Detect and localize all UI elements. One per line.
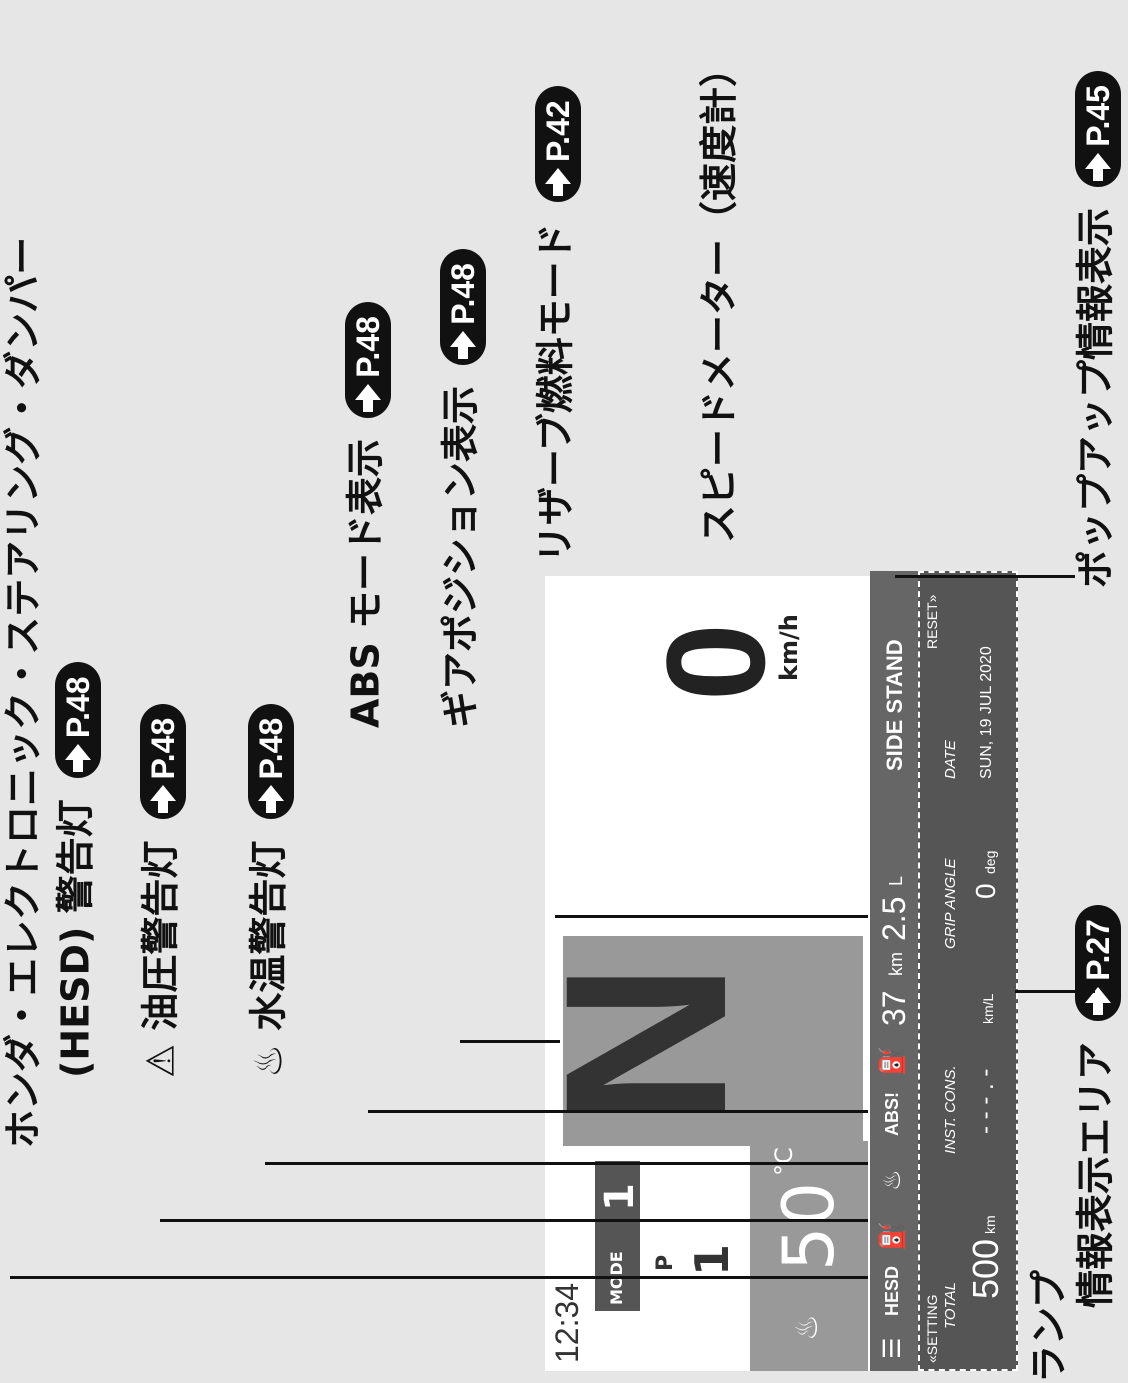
label-gear: ギアポジション表示 P.48 <box>438 249 486 728</box>
ref-abs-page: P.48 <box>350 316 386 378</box>
speed-unit: km/h <box>775 614 803 681</box>
temp-box: ♨ 50 °C <box>750 1141 868 1371</box>
abs-indicator: ABS! <box>882 1092 902 1136</box>
gear-box: N <box>517 936 863 1146</box>
label-hesd-text: ホンダ・エレクトロニック・ステアリング・ダンパー <box>1 236 45 1148</box>
fuel-icon: ⛽ <box>879 1046 906 1076</box>
leader-line-abs <box>368 1110 868 1113</box>
ref-popup[interactable]: P.45 <box>1075 71 1121 187</box>
oil-warning-icon: ⚠ <box>138 1043 183 1078</box>
leader-line-hesd <box>10 1276 868 1279</box>
leader-line-water <box>265 1162 868 1165</box>
temp-icon: ♨ <box>790 1314 825 1341</box>
date-value: SUN, 19 JUL 2020 <box>978 646 995 779</box>
ref-info-page: P.27 <box>1080 919 1116 981</box>
label-abs: ABS モード表示 P.48 <box>343 302 391 728</box>
status-bar: ☰ HESD ⛽ ♨ ABS! ⛽ 37 km 2.5 L SIDE STAND <box>870 571 918 1371</box>
water-temp-icon: ♨ <box>879 1169 906 1191</box>
instrument-display: 12:34 MODE P 1 1 ♨ 50 °C N 0 km/h ☰ HESD… <box>517 571 1018 1371</box>
leader-line-oil <box>160 1219 868 1222</box>
total-label: TOTAL <box>942 1282 959 1329</box>
ref-water-page: P.48 <box>253 717 289 780</box>
arrow-icon <box>449 331 477 359</box>
ref-popup-page: P.45 <box>1080 85 1116 147</box>
label-speedo-text: スピードメーター（速度計） <box>697 48 741 543</box>
ref-oil-page: P.48 <box>145 717 181 780</box>
label-lamp-text: ランプ <box>1027 1270 1071 1383</box>
cons-label: INST. CONS. <box>942 1065 959 1154</box>
cons-value: - - - . - <box>972 1068 999 1134</box>
hesd-indicator: HESD <box>882 1265 902 1316</box>
fuel-unit: L <box>886 875 906 886</box>
ref-reserve-page: P.42 <box>540 100 576 163</box>
ref-gear[interactable]: P.48 <box>440 249 486 365</box>
label-speedo: スピードメーター（速度計） <box>697 48 741 543</box>
leader-line-popup <box>895 575 1075 578</box>
leader-line-gear <box>460 1040 560 1043</box>
label-abs-text: ABS モード表示 <box>343 439 388 728</box>
label-water: ♨ 水温警告灯 P.48 <box>246 703 294 1078</box>
water-warning-icon: ♨ <box>246 1043 291 1078</box>
info-area: «SETTING RESET» TOTAL 500 km INST. CONS.… <box>918 571 1018 1371</box>
ref-water[interactable]: P.48 <box>248 703 294 820</box>
gear-value: N <box>517 961 774 1128</box>
date-label: DATE <box>942 740 959 779</box>
oil-icon: ⛽ <box>879 1221 906 1251</box>
ref-reserve[interactable]: P.42 <box>535 86 581 203</box>
range-value: 37 <box>876 990 912 1026</box>
ref-gear-page: P.48 <box>445 263 481 325</box>
fuel-value: 2.5 <box>876 896 912 941</box>
grip-label: GRIP ANGLE <box>942 858 959 949</box>
ref-oil[interactable]: P.48 <box>140 703 186 820</box>
ref-hesd[interactable]: P.48 <box>55 662 101 779</box>
arrow-icon <box>544 168 572 196</box>
label-hesd-2: (HESD) 警告灯 P.48 <box>53 662 101 1078</box>
label-popup-text: ポップアップ情報表示 <box>1073 207 1118 588</box>
arrow-icon <box>149 785 177 813</box>
label-info-text: 情報表示エリア <box>1073 1041 1118 1308</box>
ref-abs[interactable]: P.48 <box>345 302 391 418</box>
mode-number-a: 1 <box>597 1183 643 1211</box>
arrow-icon <box>64 744 92 772</box>
side-stand-indicator: SIDE STAND <box>882 639 907 771</box>
headlight-icon: ☰ <box>879 1337 906 1359</box>
label-hesd: ホンダ・エレクトロニック・ステアリング・ダンパー <box>1 236 45 1148</box>
grip-unit: deg <box>982 850 998 874</box>
total-unit: km <box>982 1215 998 1234</box>
arrow-icon <box>1084 153 1112 181</box>
label-oil-text: 油圧警告灯 <box>138 840 183 1031</box>
label-gear-text: ギアポジション表示 <box>438 385 483 728</box>
label-popup: ポップアップ情報表示 P.45 <box>1073 71 1121 588</box>
temp-value: 50 <box>768 1181 850 1271</box>
leader-line-info <box>1015 990 1095 993</box>
ref-hesd-page: P.48 <box>60 676 96 739</box>
speed-value: 0 <box>637 623 794 701</box>
label-lamp: ランプ <box>1027 1270 1071 1383</box>
arrow-icon <box>354 384 382 412</box>
label-oil: ⚠ 油圧警告灯 P.48 <box>138 703 186 1078</box>
arrow-icon <box>257 785 285 813</box>
cons-unit: km/L <box>980 993 996 1024</box>
leader-line-reserve <box>555 915 868 918</box>
clock: 12:34 <box>549 1282 585 1363</box>
mode-number-b: 1 <box>685 1243 739 1276</box>
grip-value: 0 <box>970 883 1001 899</box>
setting-link: «SETTING <box>924 1294 940 1363</box>
label-hesd2-text: (HESD) 警告灯 <box>53 799 98 1078</box>
ref-info[interactable]: P.27 <box>1075 905 1121 1021</box>
label-water-text: 水温警告灯 <box>246 840 291 1031</box>
label-reserve-text: リザーブ燃料モード <box>533 223 578 563</box>
p-label: P <box>653 1254 678 1271</box>
range-unit: km <box>886 952 906 976</box>
label-info: 情報表示エリア P.27 <box>1073 905 1121 1308</box>
reset-link: RESET» <box>924 594 940 649</box>
label-reserve: リザーブ燃料モード P.42 <box>533 86 581 563</box>
total-value: 500 <box>965 1238 1006 1299</box>
